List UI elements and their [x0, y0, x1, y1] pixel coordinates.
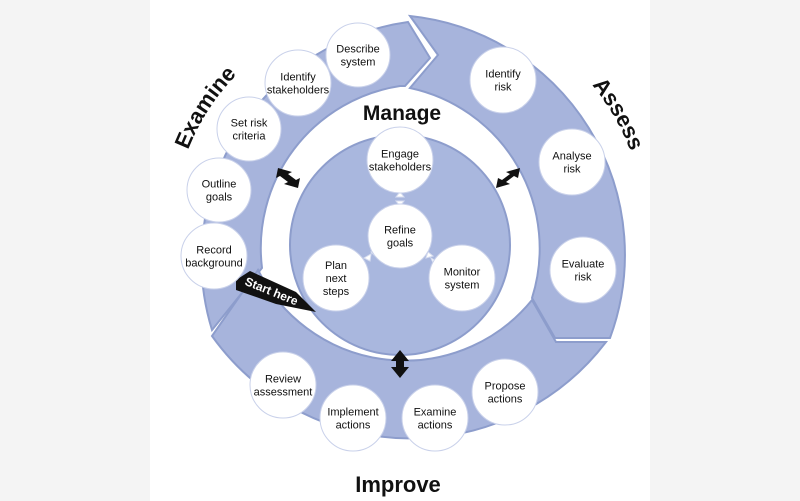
node-label-line: stakeholders: [267, 85, 330, 97]
node-circle: [180, 222, 248, 290]
double-arrow-improve-icon: [391, 350, 409, 378]
node-circle: [249, 351, 317, 419]
node-label-line: Propose: [485, 381, 526, 393]
node-circle: [216, 96, 282, 162]
node-label-line: Describe: [336, 44, 379, 56]
node-label-line: Refine: [384, 225, 416, 237]
node-label-line: risk: [574, 272, 592, 284]
node-label-line: risk: [494, 82, 512, 94]
node-circle: [428, 244, 496, 312]
node-label-line: Monitor: [444, 267, 481, 279]
node-circle: [401, 384, 469, 452]
node-label-line: Implement: [327, 407, 378, 419]
node-circle: [302, 244, 370, 312]
node-label-line: system: [445, 280, 480, 292]
node-label-line: Evaluate: [562, 259, 605, 271]
node-label-line: stakeholders: [369, 162, 432, 174]
background-panel-left: [0, 0, 150, 501]
node-label-line: system: [341, 57, 376, 69]
node-circle: [367, 203, 433, 269]
node-label-line: Plan: [325, 260, 347, 272]
node-label-line: actions: [488, 394, 523, 406]
node-circle: [186, 157, 252, 223]
node-label-line: assessment: [254, 387, 313, 399]
node-label-line: actions: [336, 420, 371, 432]
node-label-line: goals: [206, 192, 233, 204]
double-arrows: [276, 168, 520, 378]
section-label-manage: Manage: [363, 102, 441, 125]
node-label-line: goals: [387, 238, 414, 250]
node-circle: [325, 22, 391, 88]
node-label-line: criteria: [232, 131, 266, 143]
node-label-line: risk: [563, 164, 581, 176]
double-arrow-assess-icon: [496, 168, 520, 188]
node-label-line: Engage: [381, 149, 419, 161]
node-label-line: actions: [418, 420, 453, 432]
node-circle: [264, 49, 332, 117]
node-label-line: Review: [265, 374, 301, 386]
node-label-line: steps: [323, 286, 350, 298]
double-arrow-examine-icon: [276, 168, 300, 188]
node-label-line: Outline: [202, 179, 237, 191]
node-circle: [538, 128, 606, 196]
node-label-line: Identify: [280, 72, 316, 84]
node-label-line: Analyse: [552, 151, 591, 163]
node-label-line: next: [326, 273, 347, 285]
node-circle: [549, 236, 617, 304]
node-circle: [471, 358, 539, 426]
node-label-line: Set risk: [231, 118, 268, 130]
node-label-line: Record: [196, 245, 231, 257]
section-label-improve: Improve: [355, 472, 441, 497]
node-circle: [366, 126, 434, 194]
background-panel-right: [650, 0, 800, 501]
node-label-line: Examine: [414, 407, 457, 419]
node-label-line: background: [185, 258, 243, 270]
connector-arrow-icon: [394, 191, 406, 207]
node-circle: [319, 384, 387, 452]
node-circle: [469, 46, 537, 114]
node-label-line: Identify: [485, 69, 521, 81]
